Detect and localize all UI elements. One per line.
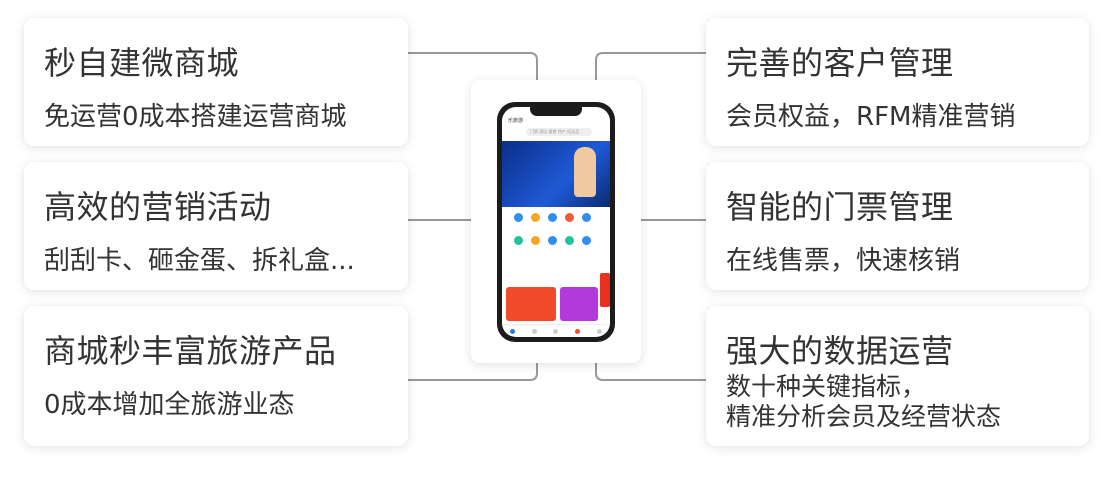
feature-title: 智能的门票管理 xyxy=(726,188,954,226)
app-category-icon xyxy=(565,213,574,222)
feature-desc: 免运营0成本搭建运营商城 xyxy=(44,102,347,132)
feature-desc-line1: 数十种关键指标， xyxy=(726,372,927,401)
feature-desc: 会员权益，RFM精准营销 xyxy=(726,102,1016,132)
feature-title: 完善的客户管理 xyxy=(726,44,954,82)
banner-figure xyxy=(574,147,596,197)
app-category-icon xyxy=(514,236,523,245)
app-promo-cards xyxy=(506,273,610,323)
app-tab-bar xyxy=(502,324,610,337)
feature-desc: 刮刮卡、砸金蛋、拆礼盒... xyxy=(44,246,355,276)
feature-title: 强大的数据运营 xyxy=(726,332,954,370)
app-category-icon xyxy=(565,236,574,245)
feature-desc: 数十种关键指标， 精准分析会员及经营状态 xyxy=(726,372,1001,432)
profile-tab-icon xyxy=(596,328,602,334)
app-icon-grid xyxy=(510,213,602,259)
feature-title: 秒自建微商城 xyxy=(44,44,240,82)
tab-icon xyxy=(553,328,559,334)
promo-card xyxy=(560,287,598,321)
phone-mockup: 乐旅游 门票 酒店 美食 特产 纪念品 xyxy=(497,102,615,342)
feature-card-data: 强大的数据运营 数十种关键指标， 精准分析会员及经营状态 xyxy=(706,306,1089,446)
feature-desc: 在线售票，快速核销 xyxy=(726,246,961,276)
app-category-icon xyxy=(531,213,540,222)
feature-card-customer: 完善的客户管理 会员权益，RFM精准营销 xyxy=(706,18,1089,146)
app-category-icon xyxy=(582,213,591,222)
app-category-icon xyxy=(548,236,557,245)
tab-icon xyxy=(575,328,581,334)
feature-card-mall: 秒自建微商城 免运营0成本搭建运营商城 xyxy=(24,18,408,146)
app-banner xyxy=(502,141,610,207)
feature-card-marketing: 高效的营销活动 刮刮卡、砸金蛋、拆礼盒... xyxy=(24,162,408,290)
tab-icon xyxy=(531,328,537,334)
promo-card xyxy=(600,273,610,307)
app-name: 乐旅游 xyxy=(508,118,524,124)
feature-card-ticket: 智能的门票管理 在线售票，快速核销 xyxy=(706,162,1089,290)
feature-title: 高效的营销活动 xyxy=(44,188,272,226)
feature-desc: 0成本增加全旅游业态 xyxy=(44,390,295,420)
phone-screen: 乐旅游 门票 酒店 美食 特产 纪念品 xyxy=(502,107,610,337)
app-category-icon xyxy=(548,213,557,222)
app-category-icon xyxy=(582,236,591,245)
feature-card-products: 商城秒丰富旅游产品 0成本增加全旅游业态 xyxy=(24,306,408,446)
feature-desc-line2: 精准分析会员及经营状态 xyxy=(726,402,1002,431)
promo-card xyxy=(506,287,556,321)
feature-title: 商城秒丰富旅游产品 xyxy=(44,332,337,370)
app-category-icon xyxy=(514,213,523,222)
app-search-input: 门票 酒店 美食 特产 纪念品 xyxy=(526,128,592,136)
phone-notch xyxy=(530,107,582,116)
app-category-icon xyxy=(531,236,540,245)
home-tab-icon xyxy=(510,328,516,334)
